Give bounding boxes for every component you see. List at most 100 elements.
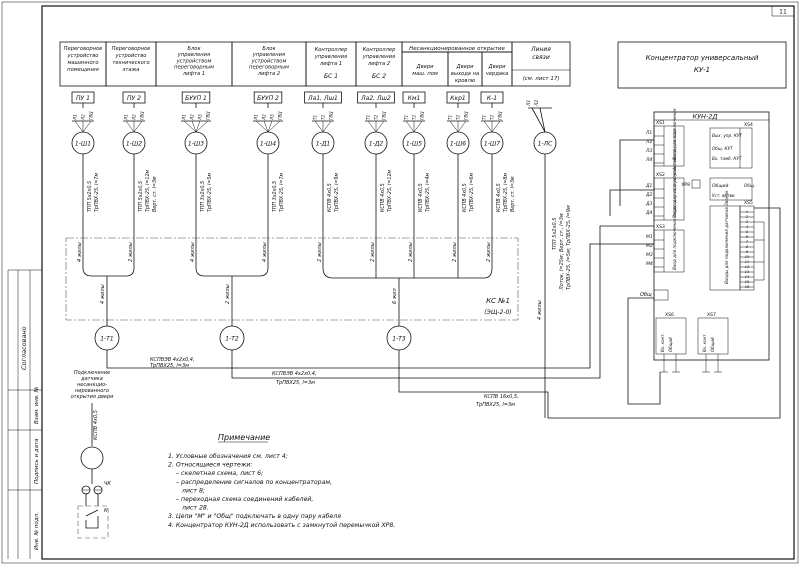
column-9-wire-1: Т1: [482, 114, 487, 120]
column-1-title-1: Переговорное: [64, 46, 103, 52]
column-4-title-5: лифта 2: [257, 71, 280, 77]
column-7-wire-3: ГВЦ: [420, 111, 425, 120]
column-8-title-3: кровлю: [455, 78, 476, 84]
column-9-cable-1: КСПВ 4х0,5: [496, 183, 502, 212]
bus-lower-3: 6 жил: [392, 287, 398, 304]
right-pin-16: 16: [745, 285, 750, 289]
note-line-6: – переходная схема соединений кабелей,: [176, 495, 313, 503]
right-pin-13: 13: [745, 270, 750, 274]
column-7-cable-2: ТрПВХ-25, l=4м: [425, 173, 431, 212]
right-pin-10: 10: [745, 255, 750, 259]
d-pins-2: Д2: [645, 192, 653, 198]
right-label-3: Вх. тамб. КУТ: [712, 156, 742, 161]
column-2-node: 1-Ш2: [126, 141, 142, 148]
column-6-wire-1: Т1: [366, 114, 371, 120]
column-6-sub: БС 2: [372, 73, 386, 80]
stamp-signature: Подпись и дата: [34, 438, 40, 484]
right-pin-8: 8: [746, 245, 749, 249]
column-4-title-1: Блок: [262, 46, 276, 52]
column-1-title-3: машинного: [67, 60, 98, 66]
t-node-2: 1-Т2: [225, 336, 239, 343]
kun-left-block-3: Вход для подключения переговорного устро…: [672, 157, 677, 270]
column-2-cable-2: ТрПВХ-25, l=12м: [145, 170, 151, 212]
right-pin-9: 9: [746, 250, 749, 254]
sensor-title-2: датчика: [80, 376, 103, 382]
right-label-4: Общий: [712, 183, 728, 189]
column-8-label: Ккр1: [450, 95, 466, 102]
d-pins-4: Д4: [645, 210, 653, 216]
kun-right-block: Входы для подключения датчиков Звонок: [724, 190, 729, 284]
line-cable-1: ТПП 5х2х0,5: [552, 218, 558, 250]
column-3-wire-1: Л1: [182, 114, 187, 121]
column-2-title-3: технического: [112, 60, 149, 66]
kun-left-block-1: Вход для подключения: [672, 108, 677, 160]
column-1-title-4: помещения: [67, 67, 99, 73]
sensor-label-k: К: [104, 508, 108, 514]
trunks: 1-Т1 1-Т2 1-Т3 КСПВЭВ 4х2х0,4, ТрПВХ25, …: [94, 139, 781, 419]
note-line-3: – скелетная схема, лист 6;: [176, 470, 263, 477]
column-1-bus: 4 жилы: [77, 242, 83, 262]
column-5-label: Ла1, Лш1: [307, 95, 338, 102]
column-7-title-1: Двери: [416, 64, 435, 70]
column-5-title-2: управления: [314, 54, 347, 60]
column-4-title-4: переговорным: [249, 65, 289, 71]
line-wire-1: Л1: [526, 100, 532, 107]
column-2-label: ПУ 2: [127, 95, 141, 102]
sensor-title-3: несанкцио-: [77, 382, 107, 388]
column-8-title-1: Двери: [456, 64, 475, 70]
column-2: ПереговорноеустройствотехническогоэтажаП…: [105, 41, 158, 262]
m-pins-4: М4: [646, 261, 653, 267]
note-line-5: лист 8;: [181, 487, 205, 494]
column-9-node: 1-Ш7: [484, 141, 500, 148]
note-line-2: 2. Относящиеся чертежи:: [168, 462, 253, 469]
right-pin-15: 15: [745, 280, 750, 284]
trunk1-line1: КСПВЭВ 4х2х0,4,: [150, 357, 195, 363]
column-3-wire-3: Л3: [198, 114, 203, 121]
ku-box: Концентратор универсальный КУ-1: [617, 41, 787, 89]
line-cable-2: Лоток, l=25м; Верт. ст., l=3м: [559, 213, 565, 291]
column-2-wire-2: Л2: [132, 114, 137, 121]
xs5-label: ХS5: [744, 200, 753, 206]
device-columns: Переговорноеустройствомашинногопомещения…: [59, 41, 516, 262]
column-8-cable-1: КСПВ 4х0,5: [462, 183, 468, 212]
kun-left-block-2: Входы для подключения кнопок вызова: [672, 129, 677, 218]
obsh-pin: Общ: [640, 292, 652, 298]
column-4-title-2: управления: [252, 52, 285, 58]
s-pins-3: Л3: [645, 148, 652, 154]
kun-title: КУН-2Д: [692, 113, 717, 121]
t-node-3: 1-Т3: [392, 336, 406, 343]
right-label-5: Уст. ветви: [712, 193, 735, 198]
column-6-node: 1-Д2: [369, 141, 384, 148]
column-6-label: Ла2, Лш2: [360, 95, 391, 102]
stamp-agreed: Согласовано: [20, 326, 28, 370]
column-5-node: 1-Д1: [316, 141, 331, 148]
m-pins-2: М2: [646, 243, 653, 249]
column-8-wire-3: ГВЦ: [464, 111, 469, 120]
right-label-1: Вых. упр. КУТ: [712, 133, 742, 138]
column-4-wire-2: Л2: [262, 114, 267, 121]
column-1: Переговорноеустройствомашинногопомещения…: [59, 41, 107, 262]
line-title-2: связи: [532, 54, 550, 61]
right-pin-12: 12: [745, 265, 750, 269]
column-2-title-1: Переговорное: [112, 46, 151, 52]
kc-sub: (ЭЩ-2-0): [484, 309, 511, 316]
column-4-title-3: устройством: [251, 58, 287, 64]
column-7-title-2: маш. пом: [412, 71, 438, 77]
column-4-node: 1-Ш4: [260, 141, 276, 148]
column-1-wire-2: Л2: [81, 114, 86, 121]
column-4-wire-4: ГВЦ: [278, 111, 283, 120]
column-8-cable-2: ТрПВХ-25, l=6м: [469, 173, 475, 212]
bus-lower-2: 2 жилы: [225, 284, 231, 304]
line-wire-2: Л2: [534, 100, 540, 107]
t-node-1: 1-Т1: [100, 336, 113, 343]
column-6-wire-2: Т2: [374, 114, 379, 120]
column-2-title-2: устройство: [115, 53, 147, 59]
column-2-cable-1: ТПП 5х2х0,5: [138, 181, 144, 212]
column-8-node: 1-Ш6: [450, 141, 466, 148]
bus-lower-1: 4 жилы: [100, 284, 106, 304]
s-pins-4: Л4: [645, 157, 652, 163]
sensor-title-4: нированного: [75, 388, 109, 394]
